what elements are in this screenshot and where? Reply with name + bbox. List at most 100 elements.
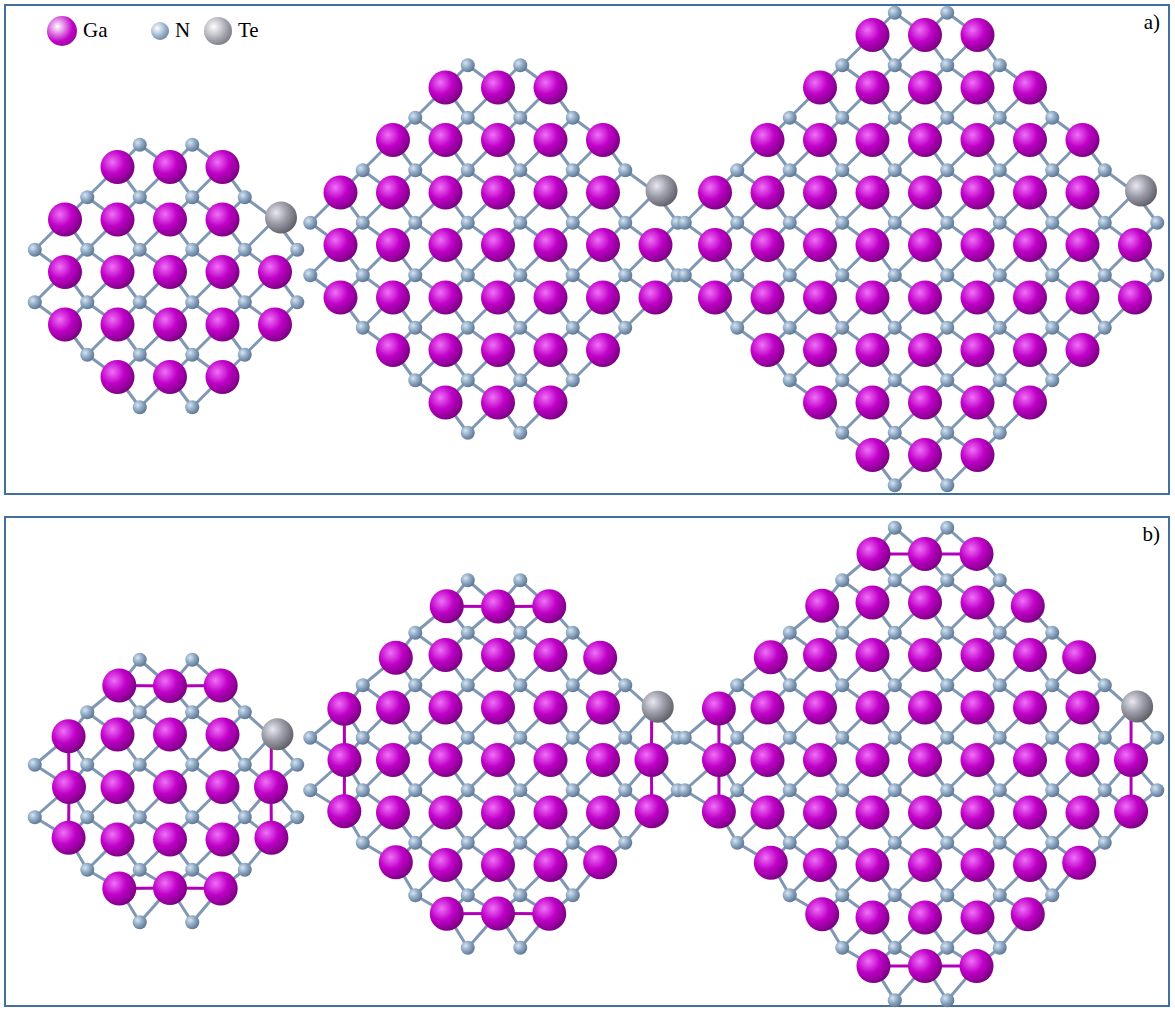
ga-atom (1013, 333, 1047, 367)
ga-atom (101, 770, 135, 804)
n-atom (238, 295, 252, 309)
n-atom (133, 705, 147, 719)
n-atom (408, 731, 422, 745)
n-atom (80, 243, 94, 257)
bonds (310, 580, 678, 948)
n-atom (730, 836, 744, 850)
n-atom (566, 626, 580, 640)
ga-atom (805, 897, 839, 931)
n-atom (993, 321, 1007, 335)
ga-atom (153, 308, 187, 342)
n-atom (888, 6, 902, 20)
n-atom (133, 758, 147, 772)
n-atom (513, 321, 527, 335)
panel-frame (5, 5, 1169, 494)
n-atom (1098, 163, 1112, 177)
n-atom (28, 243, 42, 257)
ga-atom (908, 796, 942, 830)
n-atom (940, 836, 954, 850)
n-atom (80, 190, 94, 204)
n-atom (888, 111, 902, 125)
bonds (685, 528, 1158, 1001)
n-atom (513, 888, 527, 902)
ga-atom (856, 176, 890, 210)
ga-atom (153, 255, 187, 289)
n-atom (513, 731, 527, 745)
te-atom (261, 718, 293, 750)
n-atom (238, 190, 252, 204)
ga-atom (856, 743, 890, 777)
n-atom (783, 836, 797, 850)
n-atom (356, 678, 370, 692)
bonds (35, 145, 298, 408)
ga-atom (153, 770, 187, 804)
ga-atom (379, 641, 413, 675)
n-atom (461, 216, 475, 230)
ga-atoms (698, 18, 1152, 472)
n-atom (513, 573, 527, 587)
n-atom (835, 941, 849, 955)
ga-atom (206, 360, 240, 394)
n-atom (1098, 268, 1112, 282)
n-atom (1045, 321, 1059, 335)
ga-atom (153, 871, 187, 905)
n-atom (618, 216, 632, 230)
n-atom (566, 321, 580, 335)
n-atom (80, 705, 94, 719)
n-atom (513, 111, 527, 125)
n-atom (461, 888, 475, 902)
ga-atom (429, 638, 463, 672)
ga-atom (153, 718, 187, 752)
n-atom (993, 836, 1007, 850)
ga-atom (856, 796, 890, 830)
ga-atom (960, 537, 994, 571)
ga-atom (856, 386, 890, 420)
n-atom (1098, 216, 1112, 230)
n-atom (940, 6, 954, 20)
n-atom (783, 373, 797, 387)
ga-atom (1013, 176, 1047, 210)
ga-atom (206, 770, 240, 804)
ga-atom (48, 255, 82, 289)
ga-atom (258, 255, 292, 289)
n-atom (888, 478, 902, 492)
ga-atom (1013, 796, 1047, 830)
n-atom (835, 373, 849, 387)
n-atom (783, 163, 797, 177)
n-atom (1098, 783, 1112, 797)
n-atom (566, 888, 580, 902)
ga-atom (376, 228, 410, 262)
n-atom (678, 783, 692, 797)
n-atom (566, 111, 580, 125)
ga-atom (702, 743, 736, 777)
n-atom (940, 678, 954, 692)
ga-atom (908, 586, 942, 620)
ga-atom (534, 638, 568, 672)
ga-atom (961, 333, 995, 367)
n-atom (80, 758, 94, 772)
ga-atom (206, 150, 240, 184)
ga-atom (1013, 743, 1047, 777)
n-atom (461, 573, 475, 587)
ga-atom (908, 537, 942, 571)
ga-atom (429, 281, 463, 315)
n-atom (888, 58, 902, 72)
n-atom (618, 836, 632, 850)
ga-atom (153, 360, 187, 394)
ga-atom (586, 691, 620, 725)
n-atom (461, 941, 475, 955)
ga-atom (856, 281, 890, 315)
n-atom (993, 111, 1007, 125)
n-atom (28, 758, 42, 772)
ga-atom (803, 123, 837, 157)
n-atoms (28, 138, 305, 415)
n-atom (513, 163, 527, 177)
n-atom (783, 626, 797, 640)
ga-atom (698, 228, 732, 262)
ga-atom (1066, 333, 1100, 367)
n-atom (238, 705, 252, 719)
n-atom (888, 731, 902, 745)
ga-atom (856, 691, 890, 725)
n-atom (1045, 731, 1059, 745)
n-atom (678, 731, 692, 745)
